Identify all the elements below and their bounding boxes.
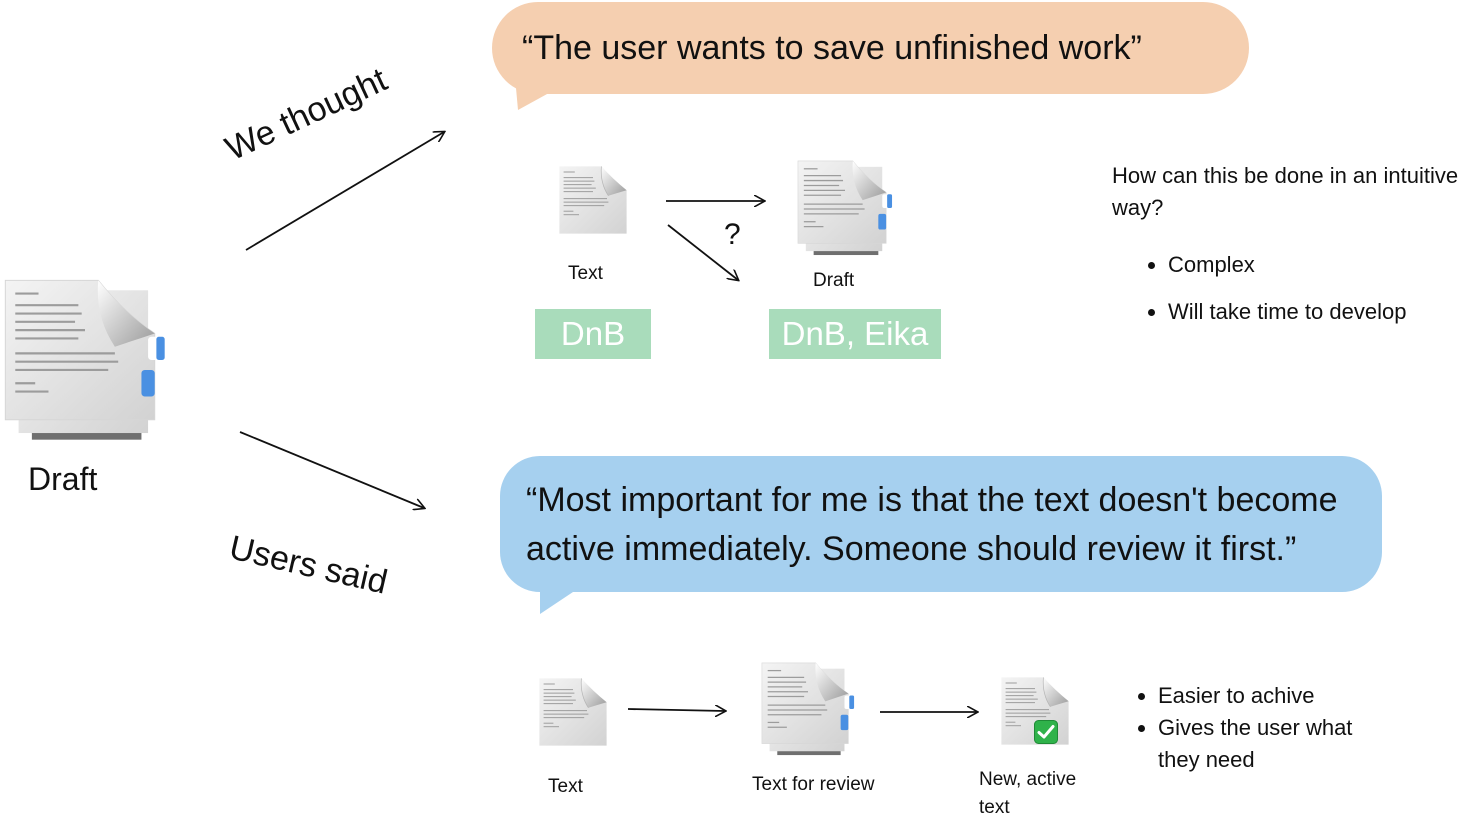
assumption-speech-bubble: “The user wants to save unfinished work” [492,2,1249,94]
user-quote: “Most important for me is that the text … [526,481,1338,568]
bottom-bullet-list: Easier to achive Gives the user what the… [1134,680,1398,776]
active-label: New, active text [979,769,1077,818]
top-draft-label: Draft [813,270,855,291]
bottom-text-document-icon [538,672,608,752]
user-speech-bubble: “Most important for me is that the text … [500,456,1382,592]
arrow-text-to-draft-diagonal [667,224,738,280]
arrow-we-thought [245,132,444,251]
arrow-text-to-review [627,709,725,711]
user-bubble-tail [540,586,582,614]
top-bullet-list: Complex Will take time to develop [1144,249,1408,343]
bottom-bullet-item: Easier to achive [1158,680,1398,712]
text-document-icon [558,160,628,240]
tag-dnb-eika: DnB, Eika [769,309,941,359]
draft-label: Draft [28,461,98,497]
top-text-label: Text [568,263,603,284]
tag-dnb: DnB [535,309,651,359]
top-bullet-item: Will take time to develop [1168,296,1408,328]
bottom-bullet-item: Gives the user what they need [1158,712,1398,776]
bottom-text-label: Text [548,776,583,797]
arrow-users-said [239,431,424,508]
assumption-bubble-tail [516,88,558,110]
question-mark: ? [724,218,741,251]
review-label: Text for review [752,774,875,795]
review-document-icon [760,660,856,758]
top-question: How can this be done in an intuitive way… [1112,163,1459,220]
top-bullet-item: Complex [1168,249,1408,281]
top-draft-document-icon [796,158,894,258]
assumption-quote: “The user wants to save unfinished work” [522,29,1142,67]
check-icon [1034,720,1058,744]
